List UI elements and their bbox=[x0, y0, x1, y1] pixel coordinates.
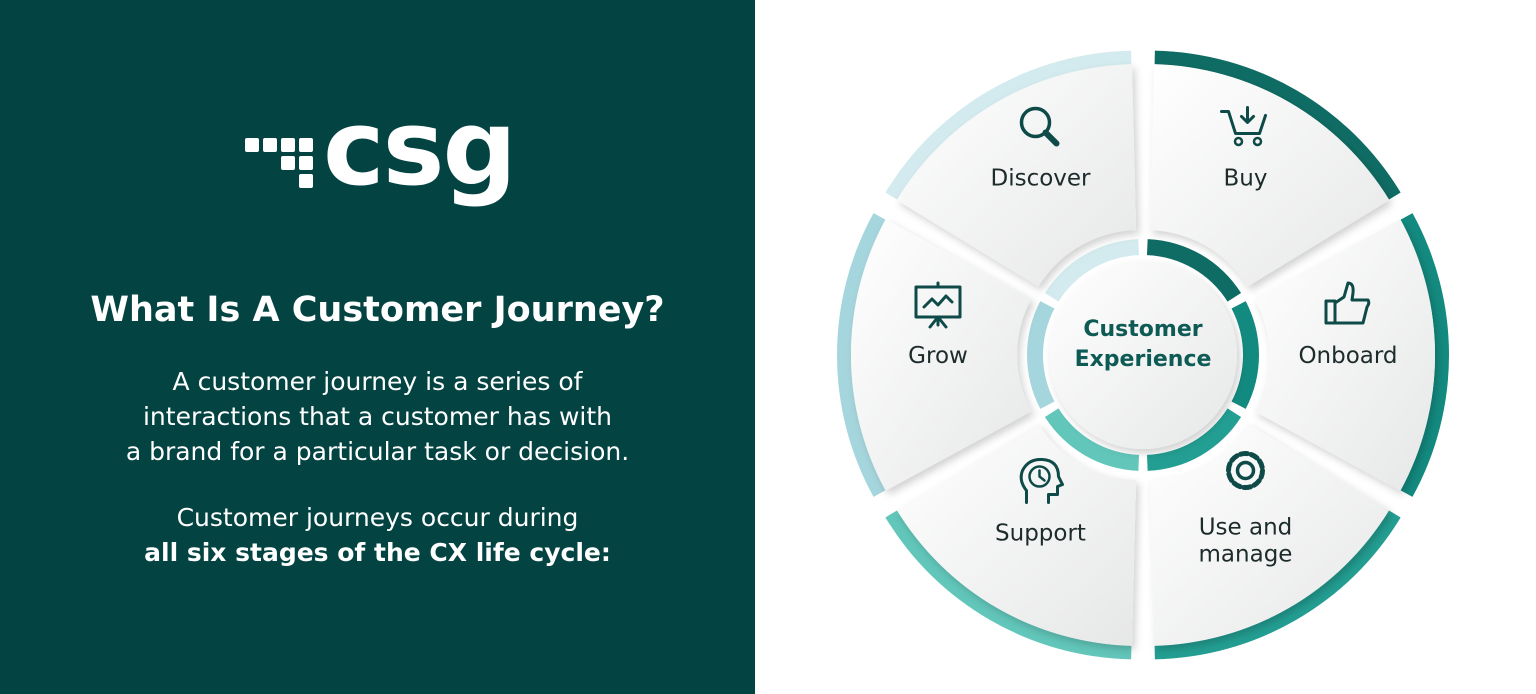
definition-line: A customer journey is a series of bbox=[172, 367, 583, 396]
shopping-cart-icon bbox=[1220, 105, 1267, 147]
center-label-line1: Customer bbox=[1083, 317, 1202, 342]
stage-outer-arc bbox=[1154, 510, 1401, 660]
stage-label: Support bbox=[995, 521, 1086, 547]
stage-segment bbox=[851, 219, 1032, 491]
stage-outer-arc bbox=[1154, 50, 1401, 200]
stage-segment bbox=[1149, 64, 1390, 287]
stage-grow: Grow bbox=[837, 213, 1055, 497]
stage-inner-arc bbox=[1027, 301, 1055, 409]
page-title: What Is A Customer Journey? bbox=[90, 290, 665, 330]
stage-inner-arc bbox=[1044, 408, 1140, 471]
thumbs-up-icon bbox=[1324, 281, 1371, 325]
definition-line: a brand for a particular task or decisio… bbox=[125, 437, 630, 466]
stage-discover: Discover bbox=[885, 50, 1140, 302]
presentation-chart-icon bbox=[914, 281, 962, 329]
center-circle bbox=[1049, 261, 1237, 449]
stage-segment bbox=[1149, 423, 1390, 646]
logo-wordmark: csg bbox=[323, 87, 517, 209]
stage-onboard: Onboard bbox=[1231, 213, 1449, 497]
magnifier-icon bbox=[1019, 106, 1060, 147]
gear-icon bbox=[1226, 451, 1265, 491]
stage-label: Onboard bbox=[1298, 343, 1397, 369]
head-clock-icon bbox=[1019, 457, 1064, 505]
stages-paragraph: Customer journeys occur during all six s… bbox=[0, 500, 755, 570]
center-label-line2: Experience bbox=[1075, 347, 1212, 372]
stage-outer-arc bbox=[837, 213, 886, 497]
stage-label: Discover bbox=[990, 165, 1091, 191]
stage-segment bbox=[896, 423, 1137, 646]
stage-inner-arc bbox=[1044, 239, 1140, 302]
stage-outer-arc bbox=[1400, 213, 1449, 497]
stage-inner-arc bbox=[1146, 408, 1242, 471]
stage-inner-arc bbox=[1146, 239, 1242, 302]
stage-buy: Buy bbox=[1146, 50, 1401, 302]
stage-segment bbox=[896, 64, 1137, 287]
stages-line: Customer journeys occur during bbox=[176, 503, 579, 532]
csg-logo: csg bbox=[245, 96, 517, 228]
stage-inner-arc bbox=[1231, 301, 1260, 409]
definition-paragraph: A customer journey is a series of intera… bbox=[0, 364, 755, 469]
stage-label: Use and bbox=[1199, 515, 1293, 541]
stage-label: Buy bbox=[1224, 165, 1268, 191]
stage-support: Support bbox=[885, 408, 1140, 660]
stages-line-bold: all six stages of the CX life cycle: bbox=[144, 538, 611, 567]
definition-line: interactions that a customer has with bbox=[142, 402, 612, 431]
stage-outer-arc bbox=[885, 510, 1132, 660]
stage-outer-arc bbox=[885, 50, 1132, 200]
stage-label: manage bbox=[1199, 542, 1293, 568]
intro-panel: csg What Is A Customer Journey? A custom… bbox=[0, 0, 755, 694]
stage-label: Grow bbox=[908, 343, 968, 369]
stage-segment bbox=[1254, 219, 1435, 491]
